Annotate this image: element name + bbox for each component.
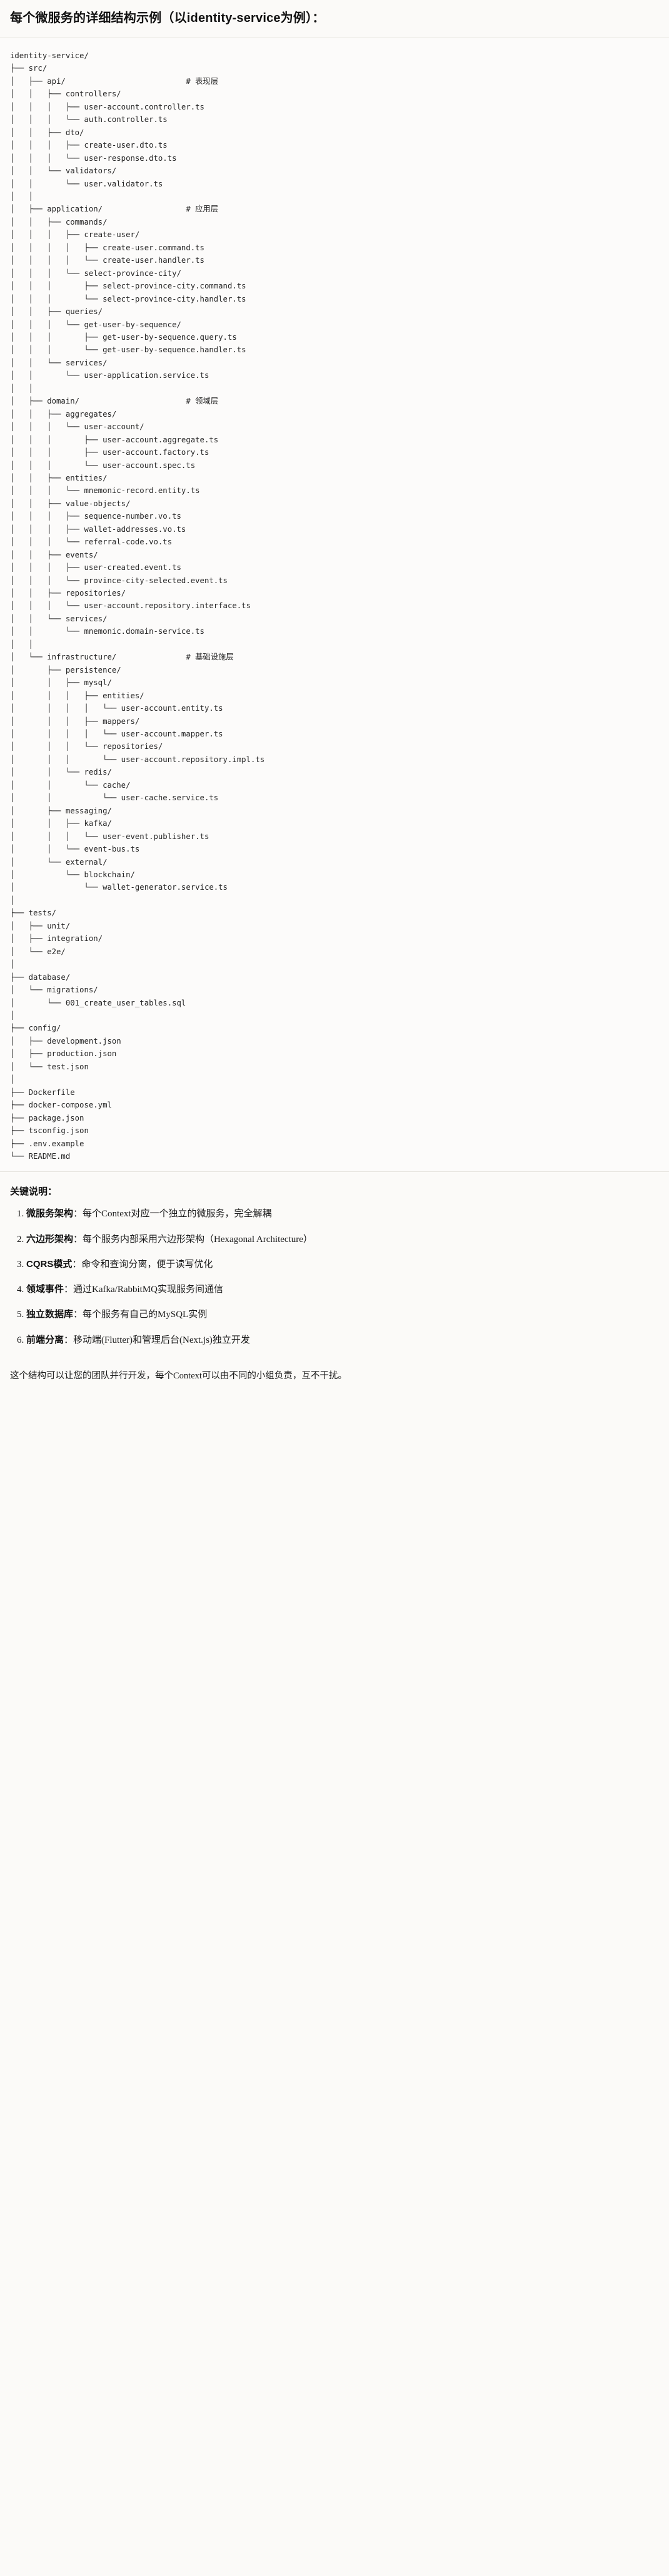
note-term: CQRS模式 xyxy=(26,1258,73,1270)
note-description: 每个服务有自己的MySQL实例 xyxy=(83,1310,208,1320)
note-term: 领域事件 xyxy=(26,1284,64,1295)
list-item: 微服务架构：每个Context对应一个独立的微服务，完全解耦 xyxy=(26,1206,659,1221)
page-title: 每个微服务的详细结构示例（以identity-service为例）： xyxy=(10,11,325,25)
note-separator: ： xyxy=(73,1310,83,1320)
note-separator: ： xyxy=(64,1285,74,1295)
list-item: 六边形架构：每个服务内部采用六边形架构（Hexagonal Architectu… xyxy=(26,1232,659,1247)
note-term: 前端分离 xyxy=(26,1334,64,1345)
note-term: 六边形架构 xyxy=(26,1233,74,1245)
list-item: 领域事件：通过Kafka/RabbitMQ实现服务间通信 xyxy=(26,1282,659,1297)
note-separator: ： xyxy=(73,1209,83,1219)
note-separator: ： xyxy=(72,1259,82,1270)
directory-tree: identity-service/ ├── src/ │ ├── api/ # … xyxy=(10,51,265,1161)
note-description: 每个Context对应一个独立的微服务，完全解耦 xyxy=(83,1209,272,1219)
note-separator: ： xyxy=(73,1234,83,1245)
tree-divider xyxy=(0,1171,669,1173)
note-term: 独立数据库 xyxy=(26,1309,74,1320)
list-item: CQRS模式：命令和查询分离，便于读写优化 xyxy=(26,1257,659,1272)
note-description: 每个服务内部采用六边形架构（Hexagonal Architecture） xyxy=(83,1234,313,1245)
note-term: 微服务架构 xyxy=(26,1208,74,1219)
note-description: 通过Kafka/RabbitMQ实现服务间通信 xyxy=(73,1285,224,1295)
key-notes-section: 关键说明： 微服务架构：每个Context对应一个独立的微服务，完全解耦 六边形… xyxy=(0,1172,669,1362)
key-notes-list: 微服务架构：每个Context对应一个独立的微服务，完全解耦 六边形架构：每个服… xyxy=(10,1206,659,1348)
closing-paragraph: 这个结构可以让您的团队并行开发，每个Context可以由不同的小组负责，互不干扰… xyxy=(10,1370,347,1381)
note-separator: ： xyxy=(64,1335,74,1345)
note-description: 移动端(Flutter)和管理后台(Next.js)独立开发 xyxy=(73,1335,250,1345)
list-item: 独立数据库：每个服务有自己的MySQL实例 xyxy=(26,1307,659,1322)
key-notes-heading: 关键说明： xyxy=(10,1186,58,1198)
note-description: 命令和查询分离，便于读写优化 xyxy=(81,1259,213,1270)
list-item: 前端分离：移动端(Flutter)和管理后台(Next.js)独立开发 xyxy=(26,1333,659,1348)
directory-tree-block: identity-service/ ├── src/ │ ├── api/ # … xyxy=(0,38,669,1172)
